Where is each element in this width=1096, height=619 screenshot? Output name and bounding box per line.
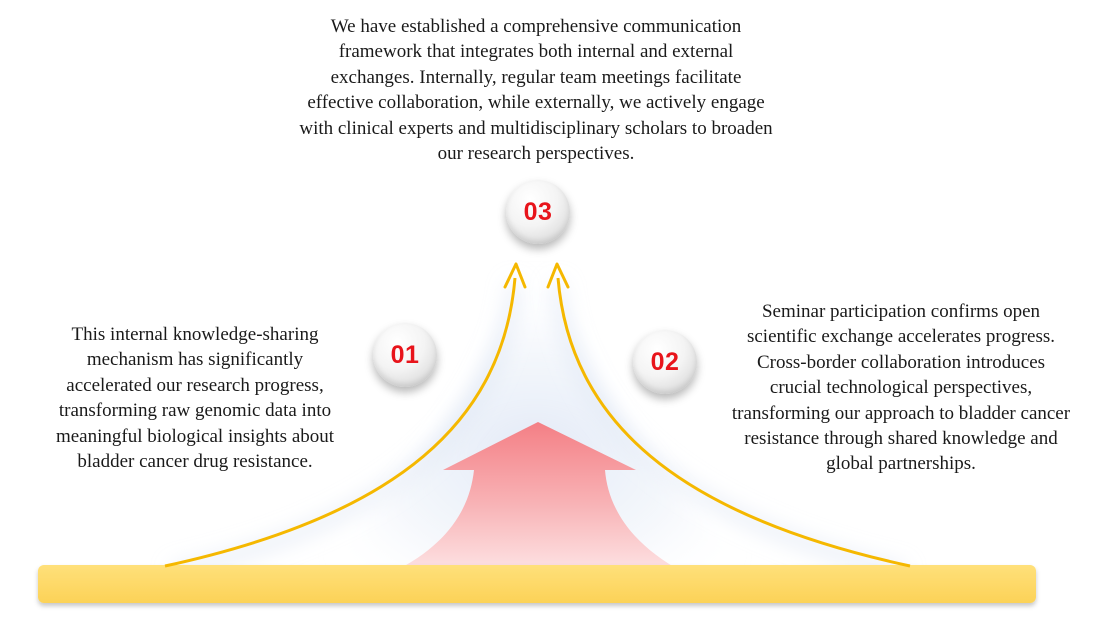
step-03-description: We have established a comprehensive comm… xyxy=(299,16,773,165)
arch-glow xyxy=(300,250,770,580)
step-02-badge: 02 xyxy=(633,330,697,394)
step-03-number: 03 xyxy=(523,197,553,226)
step-03-badge: 03 xyxy=(506,180,570,244)
step-01-number: 01 xyxy=(390,340,420,369)
step-02-number: 02 xyxy=(650,347,680,376)
base-bar xyxy=(38,565,1036,603)
upward-arrow-icon xyxy=(393,422,683,572)
left-curved-arrow-icon xyxy=(164,277,517,568)
step-01-badge: 01 xyxy=(373,323,437,387)
step-02-description: Seminar participation confirms open scie… xyxy=(731,301,1071,475)
right-arrowhead-icon xyxy=(546,262,570,289)
step-01-description: This internal knowledge-sharing mechanis… xyxy=(55,324,335,473)
left-arrowhead-icon xyxy=(503,262,527,289)
right-curved-arrow-icon xyxy=(556,277,911,568)
